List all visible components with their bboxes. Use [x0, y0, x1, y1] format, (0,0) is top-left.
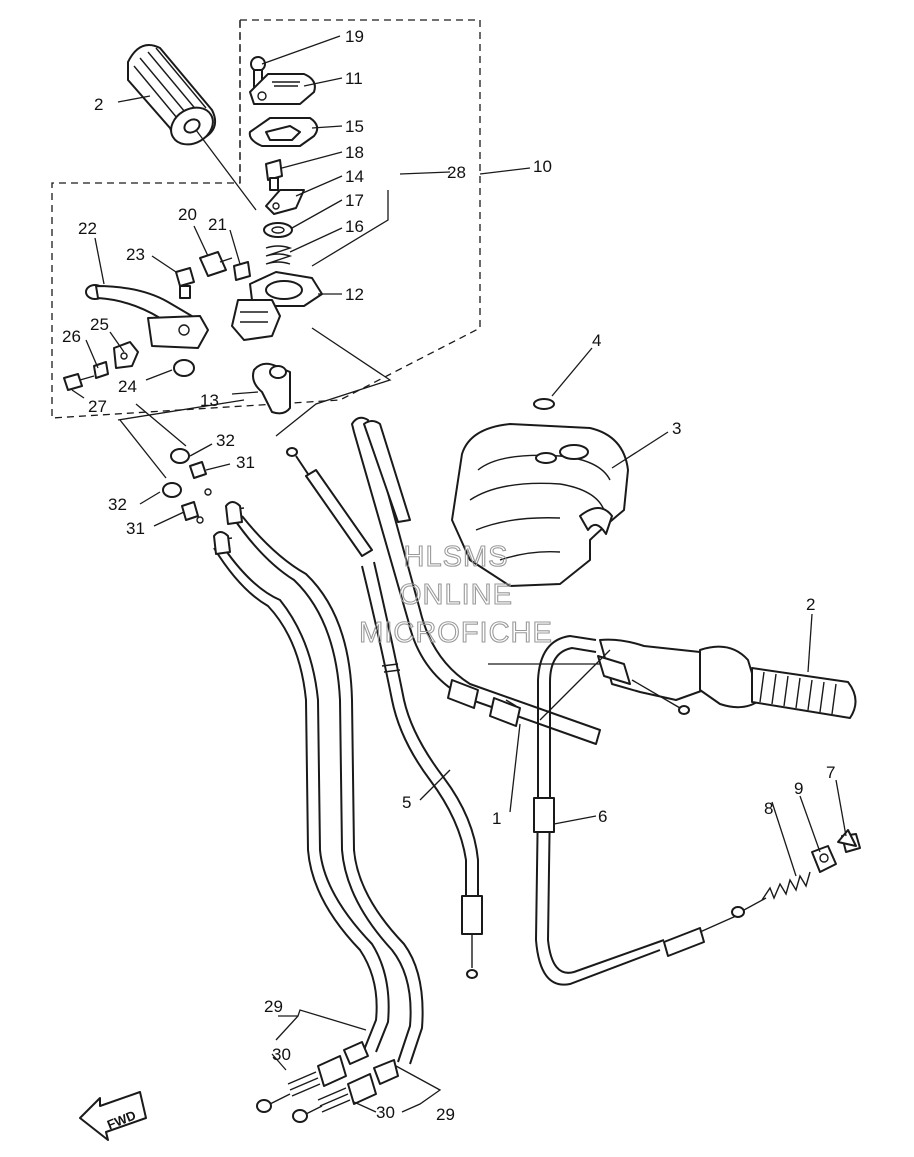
- spring-16: [265, 245, 293, 265]
- callout-5: 5: [402, 793, 411, 812]
- watermark-line-2: ONLINE: [399, 579, 513, 611]
- gasket-15: [248, 117, 319, 147]
- callout-labels: 19 11 15 18 14 17 16 12 28 10 2 20 21 22…: [62, 27, 835, 1124]
- leader-lines-left: [71, 35, 531, 399]
- callout-25: 25: [90, 315, 109, 334]
- callout-14: 14: [345, 167, 364, 186]
- nut-21: [233, 261, 251, 281]
- callout-7: 7: [826, 763, 835, 782]
- callout-11: 11: [345, 69, 363, 88]
- callout-30-lower: 30: [376, 1103, 395, 1122]
- forward-direction-arrow: FWD: [79, 1091, 147, 1141]
- callout-27: 27: [88, 397, 107, 416]
- callout-23: 23: [126, 245, 145, 264]
- assembly-outline: [51, 19, 481, 419]
- callout-6: 6: [598, 807, 607, 826]
- bolt-20: [199, 251, 233, 277]
- clutch-cable-5: [286, 447, 483, 979]
- callout-26: 26: [62, 327, 81, 346]
- callout-32-upper: 32: [216, 431, 235, 450]
- throttle-cable-6: [533, 634, 767, 986]
- screw-18: [265, 159, 283, 191]
- callout-29-lower: 29: [436, 1105, 455, 1124]
- callout-15: 15: [345, 117, 364, 136]
- left-grip: [127, 44, 216, 146]
- callout-17: 17: [345, 191, 364, 210]
- knob-13: [252, 362, 291, 415]
- callout-12: 12: [345, 285, 364, 304]
- switch-housing-12: [231, 271, 323, 341]
- handlebar-1: [351, 416, 601, 745]
- holder-25: [113, 341, 139, 369]
- clamp-14: [265, 189, 305, 215]
- callout-20: 20: [178, 205, 197, 224]
- callout-13: 13: [200, 391, 219, 410]
- brake-lever-22: [85, 284, 209, 349]
- collar-24: [173, 359, 195, 377]
- bolt-23: [175, 267, 195, 299]
- callout-10: 10: [533, 157, 552, 176]
- callout-16: 16: [345, 217, 364, 236]
- callout-3: 3: [672, 419, 681, 438]
- callout-21: 21: [208, 215, 227, 234]
- switch-cover-11: [249, 73, 316, 105]
- callout-2-left: 2: [94, 95, 103, 114]
- right-grip: [597, 638, 857, 719]
- throttle-cables-29: [213, 501, 424, 1065]
- callout-31-upper: 31: [236, 453, 255, 472]
- callout-2-right: 2: [806, 595, 815, 614]
- watermark: HLSMS ONLINE MICROFICHE: [359, 540, 553, 649]
- watermark-line-3: MICROFICHE: [359, 617, 553, 649]
- callout-22: 22: [78, 219, 97, 238]
- callout-19: 19: [345, 27, 364, 46]
- callout-28: 28: [447, 163, 466, 182]
- washer-17: [263, 222, 293, 238]
- leader-lines-lower: [271, 1009, 442, 1113]
- callout-29-upper: 29: [264, 997, 283, 1016]
- callout-9: 9: [794, 779, 803, 798]
- bolt-27: [63, 373, 95, 391]
- cap-4: [533, 398, 555, 410]
- adjuster-9: [811, 845, 837, 873]
- nut-7: [837, 829, 861, 853]
- watermark-line-1: HLSMS: [404, 541, 509, 573]
- cable-ends-lower: [256, 1041, 399, 1123]
- callout-24: 24: [118, 377, 137, 396]
- callout-32-lower: 32: [108, 495, 127, 514]
- callout-30-upper: 30: [272, 1045, 291, 1064]
- leader-lines-right: [419, 347, 847, 877]
- callout-18: 18: [345, 143, 364, 162]
- callout-1: 1: [492, 809, 501, 828]
- cable-nuts: [162, 448, 212, 524]
- callout-8: 8: [764, 799, 773, 818]
- spring-8: [761, 871, 811, 901]
- leader-lines-nuts: [117, 327, 392, 527]
- callout-4: 4: [592, 331, 601, 350]
- callout-31-lower: 31: [126, 519, 145, 538]
